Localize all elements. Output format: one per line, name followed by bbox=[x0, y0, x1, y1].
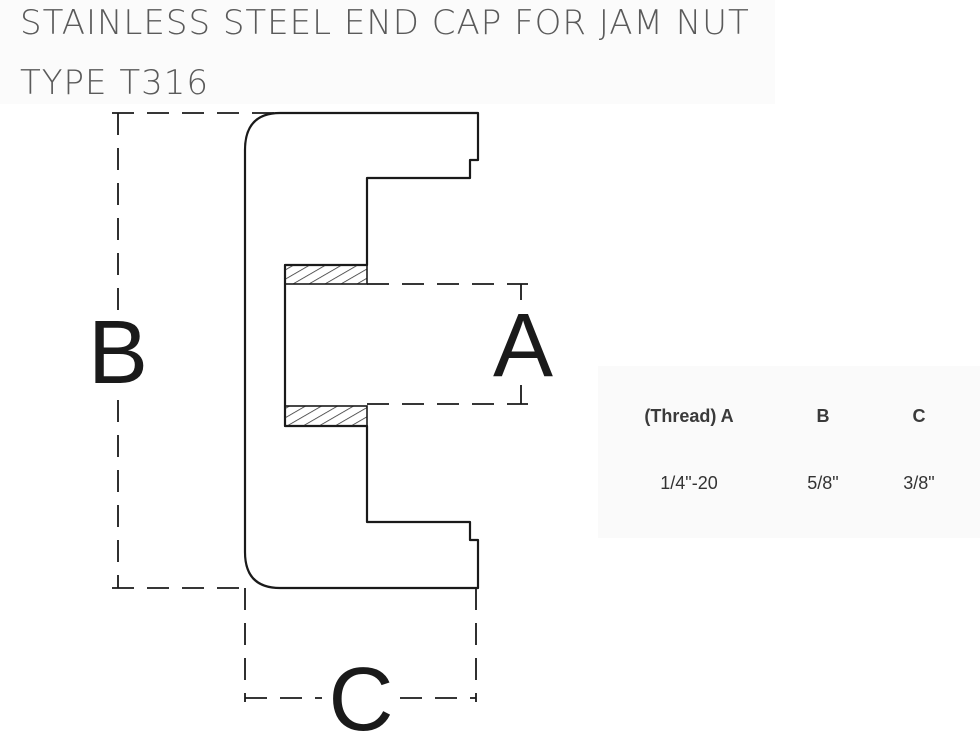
table-row: 1/4"-20 5/8" 3/8" bbox=[605, 436, 965, 518]
value-thread-a: 1/4"-20 bbox=[660, 472, 718, 493]
spec-table: (Thread) A B C 1/4"-20 5/8" 3/8" bbox=[605, 396, 965, 518]
header-thread-a: (Thread) A bbox=[644, 405, 734, 426]
dimension-a-label: A bbox=[493, 296, 553, 396]
table-background bbox=[598, 366, 980, 538]
spec-table-header-row: (Thread) A B C bbox=[605, 396, 965, 436]
dimension-b-lines bbox=[112, 112, 280, 589]
thread-hatch-bottom bbox=[284, 405, 368, 427]
dimension-a-lines bbox=[367, 283, 528, 405]
end-cap-profile bbox=[243, 111, 480, 590]
page-title: STAINLESS STEEL END CAP FOR JAM NUT bbox=[20, 3, 750, 43]
thread-hatch-top bbox=[284, 264, 368, 285]
product-type: TYPE T316 bbox=[20, 63, 209, 103]
dimension-c-label: C bbox=[329, 650, 394, 742]
dimension-c-lines bbox=[244, 588, 477, 702]
header-c: C bbox=[912, 405, 926, 426]
header-b: B bbox=[816, 405, 830, 426]
title-band: STAINLESS STEEL END CAP FOR JAM NUT TYPE… bbox=[0, 0, 775, 104]
dimension-b-label: B bbox=[88, 303, 148, 403]
value-b: 5/8" bbox=[807, 472, 839, 493]
value-c: 3/8" bbox=[903, 472, 935, 493]
